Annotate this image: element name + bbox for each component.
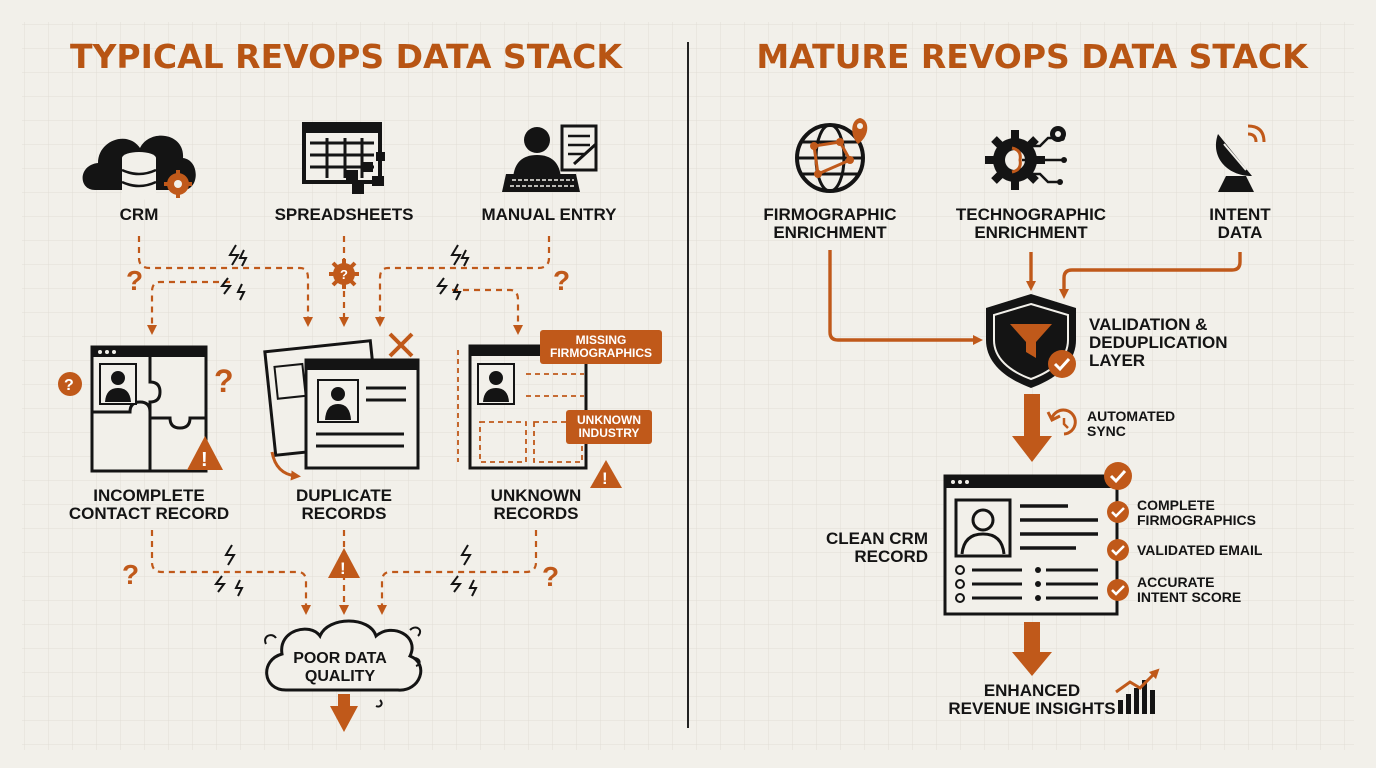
broken-link-icon <box>214 544 244 597</box>
sync-line: SYNC <box>1087 423 1126 439</box>
result-line: QUALITY <box>304 668 376 685</box>
check-line: COMPLETE <box>1137 497 1215 513</box>
source-label-manual-entry: MANUAL ENTRY <box>481 205 617 224</box>
svg-text:!: ! <box>201 449 208 471</box>
svg-text:!: ! <box>340 559 346 578</box>
down-arrow-icon <box>1012 394 1052 462</box>
problem-line: RECORDS <box>301 504 387 523</box>
callout-missing-firmographics: MISSING FIRMOGRAPHICS <box>540 330 662 364</box>
source-label-technographic: TECHNOGRAPHIC ENRICHMENT <box>956 206 1106 242</box>
bar-chart-up-icon <box>1115 668 1160 714</box>
broken-link-icon <box>436 244 470 301</box>
check-validated-email: VALIDATED EMAIL <box>1137 543 1262 558</box>
source-line: DATA <box>1217 223 1263 242</box>
spreadsheet-icon <box>302 122 385 194</box>
enhanced-revenue-insights-label: ENHANCED REVENUE INSIGHTS <box>948 682 1115 718</box>
sync-line: AUTOMATED <box>1087 408 1176 424</box>
problem-label-duplicate: DUPLICATE RECORDS <box>296 487 392 523</box>
problem-line: RECORDS <box>493 504 579 523</box>
check-complete-firmographics: COMPLETE FIRMOGRAPHICS <box>1137 498 1256 528</box>
left-bottom-flow-arrows <box>150 530 538 615</box>
left-title: TYPICAL REVOPS DATA STACK <box>70 37 622 76</box>
callout-line: FIRMOGRAPHICS <box>550 346 652 360</box>
satellite-dish-icon <box>1215 124 1266 192</box>
source-line: TECHNOGRAPHIC <box>955 205 1107 224</box>
callout-line: INDUSTRY <box>578 426 640 440</box>
automated-sync-label: AUTOMATED SYNC <box>1087 409 1175 439</box>
callout-unknown-industry: UNKNOWN INDUSTRY <box>566 410 652 444</box>
down-arrow-icon <box>330 706 358 732</box>
cloud-database-icon <box>82 135 196 200</box>
right-title: MATURE REVOPS DATA STACK <box>756 37 1308 76</box>
record-line: RECORD <box>854 547 928 566</box>
poor-data-quality-cloud <box>264 619 423 732</box>
warning-icon <box>328 548 360 578</box>
down-arrow-icon <box>1012 622 1052 676</box>
question-mark-icon: ? <box>126 265 143 296</box>
sync-clock-icon <box>1046 408 1077 436</box>
validation-line: DEDUPLICATION <box>1089 333 1228 352</box>
check-line: FIRMOGRAPHICS <box>1137 512 1256 528</box>
broken-link-icon <box>450 544 478 597</box>
callout-line: UNKNOWN <box>577 413 641 427</box>
person-keyboard-icon <box>502 124 598 192</box>
incomplete-form-icon: ! <box>457 344 622 488</box>
check-line: ACCURATE <box>1137 574 1215 590</box>
source-line: INTENT <box>1209 205 1271 224</box>
left-bottom-warning-marks: ? ? ! <box>122 544 559 597</box>
puzzle-record-icon: ? ? ! <box>58 345 234 473</box>
outcome-line: REVENUE INSIGHTS <box>948 699 1116 718</box>
result-line: POOR DATA <box>293 650 387 667</box>
source-line: FIRMOGRAPHIC <box>763 205 897 224</box>
source-label-spreadsheets: SPREADSHEETS <box>274 205 414 224</box>
gear-circuit-icon <box>985 126 1067 190</box>
callout-line: MISSING <box>575 333 627 347</box>
problem-line: DUPLICATE <box>295 486 393 505</box>
check-line: VALIDATED EMAIL <box>1137 542 1263 558</box>
svg-text:!: ! <box>602 469 608 488</box>
problem-line: CONTACT RECORD <box>68 504 230 523</box>
source-label-firmographic: FIRMOGRAPHIC ENRICHMENT <box>763 206 896 242</box>
record-line: CLEAN CRM <box>826 529 928 548</box>
clean-crm-record-label: CLEAN CRM RECORD <box>826 530 928 566</box>
source-label-crm: CRM <box>119 205 159 224</box>
problem-line: INCOMPLETE <box>93 486 205 505</box>
clean-record-icon <box>943 474 1119 616</box>
source-line: ENRICHMENT <box>773 223 887 242</box>
question-mark-icon: ? <box>122 559 139 590</box>
problem-label-incomplete: INCOMPLETE CONTACT RECORD <box>69 487 229 523</box>
question-mark-icon: ? <box>542 561 559 592</box>
shield-filter-icon <box>986 294 1076 388</box>
left-top-warning-marks: ? ? ? <box>126 244 570 301</box>
svg-text:?: ? <box>214 363 234 399</box>
left-top-flow-arrows <box>137 236 551 335</box>
right-flow-arrows <box>828 250 1242 345</box>
validation-layer-label: VALIDATION & DEDUPLICATION LAYER <box>1089 316 1228 370</box>
problem-label-unknown: UNKNOWN RECORDS <box>491 487 582 523</box>
broken-link-icon <box>220 244 248 301</box>
outcome-line: ENHANCED <box>983 681 1081 700</box>
source-label-intent: INTENT DATA <box>1209 206 1270 242</box>
validation-line: LAYER <box>1089 351 1146 370</box>
problem-line: UNKNOWN <box>490 486 582 505</box>
orange-gear-icon: ? <box>329 259 359 289</box>
poor-data-quality-label: POOR DATA QUALITY <box>293 650 387 686</box>
check-line: INTENT SCORE <box>1137 589 1242 605</box>
validation-line: VALIDATION & <box>1089 315 1208 334</box>
globe-pin-icon <box>795 118 868 193</box>
source-line: ENRICHMENT <box>974 223 1088 242</box>
svg-text:?: ? <box>340 267 348 282</box>
svg-text:?: ? <box>64 377 74 394</box>
check-accurate-intent-score: ACCURATE INTENT SCORE <box>1137 575 1241 605</box>
duplicate-cards-icon <box>263 332 420 481</box>
question-mark-icon: ? <box>553 265 570 296</box>
check-badges <box>1104 462 1132 601</box>
